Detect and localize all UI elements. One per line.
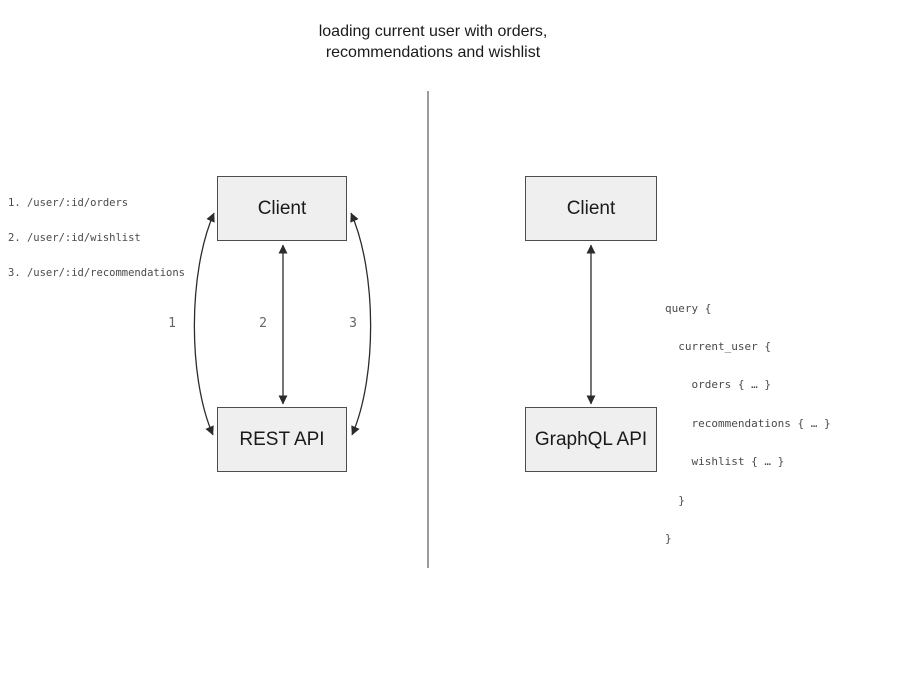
rest-client-node-label: Client: [257, 197, 307, 219]
arrow-number-3: 3: [349, 316, 357, 331]
rest-api-node-label: REST API: [239, 428, 325, 450]
diagram-title: loading current user with orders, recomm…: [283, 21, 583, 63]
graphql-client-node-label: Client: [566, 197, 616, 219]
query-line-7: }: [665, 531, 672, 545]
query-line-2: current_user {: [665, 339, 771, 353]
graphql-query-snippet: query { current_user { orders { … } reco…: [665, 277, 831, 571]
query-line-3: orders { … }: [665, 378, 771, 392]
query-line-1: query {: [665, 301, 712, 315]
graphql-api-node-label: GraphQL API: [534, 428, 648, 450]
arrow-number-2: 2: [259, 316, 267, 331]
query-line-4: recommendations { … }: [665, 416, 831, 430]
graphql-client-node: Client: [525, 176, 657, 241]
rest-client-node: Client: [217, 176, 347, 241]
diagram-title-line-1: loading current user with orders,: [318, 23, 548, 40]
rest-endpoint-wishlist: 2. /user/:id/wishlist: [8, 231, 141, 244]
graphql-api-node: GraphQL API: [525, 407, 657, 472]
rest-endpoint-orders: 1. /user/:id/orders: [8, 196, 129, 209]
rest-endpoint-recommendations: 3. /user/:id/recommendations: [8, 267, 186, 280]
rest-endpoint-list: 1. /user/:id/orders 2. /user/:id/wishlis…: [8, 174, 185, 304]
rest-arrow-1-curve: [193, 212, 215, 436]
arrow-number-1: 1: [168, 316, 176, 331]
diagram-title-line-2: recommendations and wishlist: [325, 44, 541, 61]
query-line-6: }: [665, 493, 685, 507]
rest-api-node: REST API: [217, 407, 347, 472]
query-line-5: wishlist { … }: [665, 455, 785, 469]
